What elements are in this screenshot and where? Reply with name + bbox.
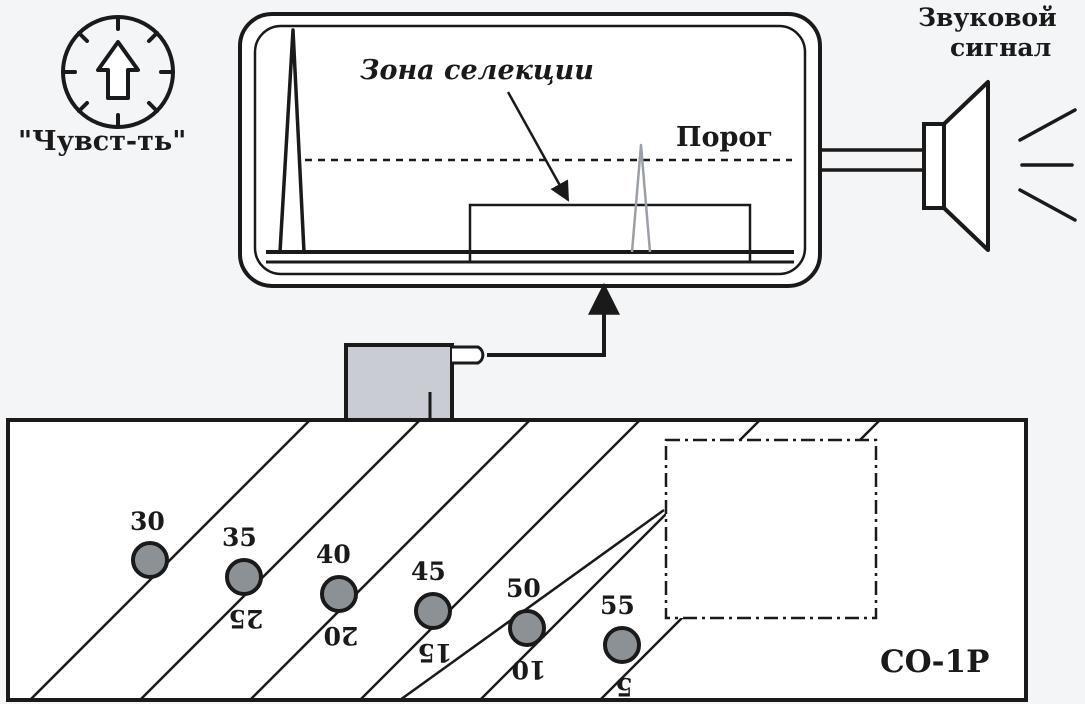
hole-depth-label-inverted: 5	[615, 672, 632, 701]
selection-zone-gate	[468, 203, 752, 264]
speaker-icon	[922, 80, 1077, 252]
hole-depth-label-inverted: 15	[418, 638, 453, 667]
block-name-label: СО-1Р	[880, 644, 989, 680]
hole-depth-label-inverted: 10	[512, 655, 547, 684]
probe-cable	[487, 282, 620, 357]
sensitivity-label: "Чувст-ть"	[18, 126, 186, 157]
hole-depth-label: 30	[130, 507, 165, 536]
hole-depth-label: 40	[316, 540, 351, 569]
reflector-hole	[508, 609, 546, 647]
hole-depth-label-inverted: 25	[229, 604, 264, 633]
selection-zone-arrow	[506, 91, 570, 202]
echo-pulse	[630, 143, 652, 253]
probe-cable-plug	[452, 345, 485, 365]
sensitivity-knob-icon[interactable]	[61, 15, 175, 129]
reflector-hole	[131, 541, 169, 579]
sound-signal-label-line2: сигнал	[950, 33, 1051, 62]
reference-zone	[664, 438, 878, 620]
hole-depth-label: 55	[600, 591, 635, 620]
hole-depth-label: 45	[411, 557, 446, 586]
flaw-detector-screen	[238, 12, 822, 288]
probe-transducer	[344, 343, 454, 422]
hole-depth-label: 50	[506, 574, 541, 603]
speaker-connector	[820, 148, 924, 172]
reflector-hole	[414, 592, 452, 630]
sound-signal-label-line1: Звуковой	[918, 3, 1057, 32]
selection-zone-label: Зона селекции	[360, 55, 594, 86]
reflector-hole	[320, 575, 358, 613]
hole-depth-label-inverted: 20	[324, 621, 359, 650]
hole-depth-label: 35	[222, 523, 257, 552]
reflector-hole	[603, 626, 641, 664]
threshold-label: Порог	[676, 122, 773, 153]
reflector-hole	[225, 558, 263, 596]
initial-pulse	[278, 28, 306, 254]
